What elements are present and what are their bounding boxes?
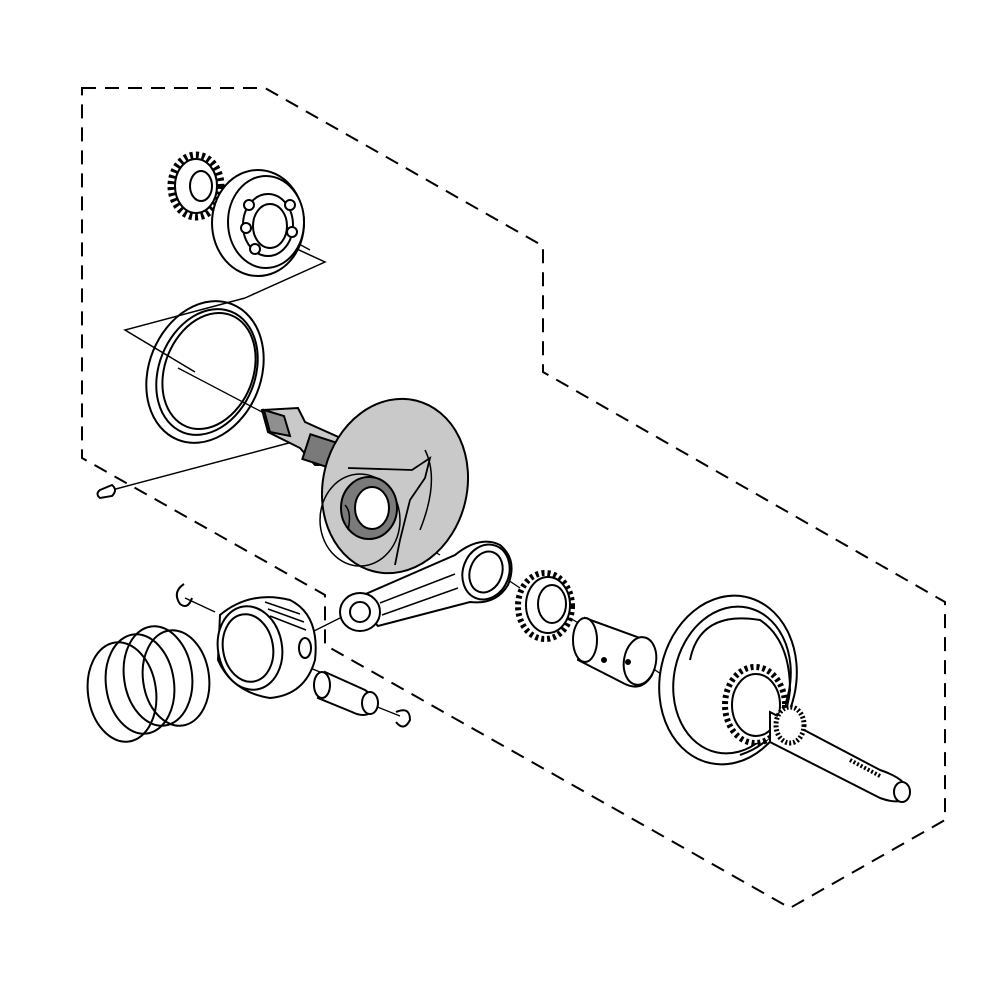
assembly-boundary xyxy=(81,87,946,910)
piston-pin-icon xyxy=(313,670,379,716)
crankshaft-left-half-icon xyxy=(260,397,470,575)
piston-ring-set-icon xyxy=(86,625,211,743)
oil-seal-icon xyxy=(145,300,265,444)
drive-gear-icon xyxy=(167,151,225,221)
piston-pin-clip-icon xyxy=(175,583,412,728)
piston-icon xyxy=(216,596,317,700)
woodruff-key-icon xyxy=(96,483,116,500)
connecting-rod-icon xyxy=(339,540,513,632)
crank-pin-icon xyxy=(572,616,658,688)
needle-bearing-icon xyxy=(515,570,575,642)
ball-bearing-icon xyxy=(211,169,305,277)
crankshaft-right-half-icon xyxy=(658,594,911,803)
